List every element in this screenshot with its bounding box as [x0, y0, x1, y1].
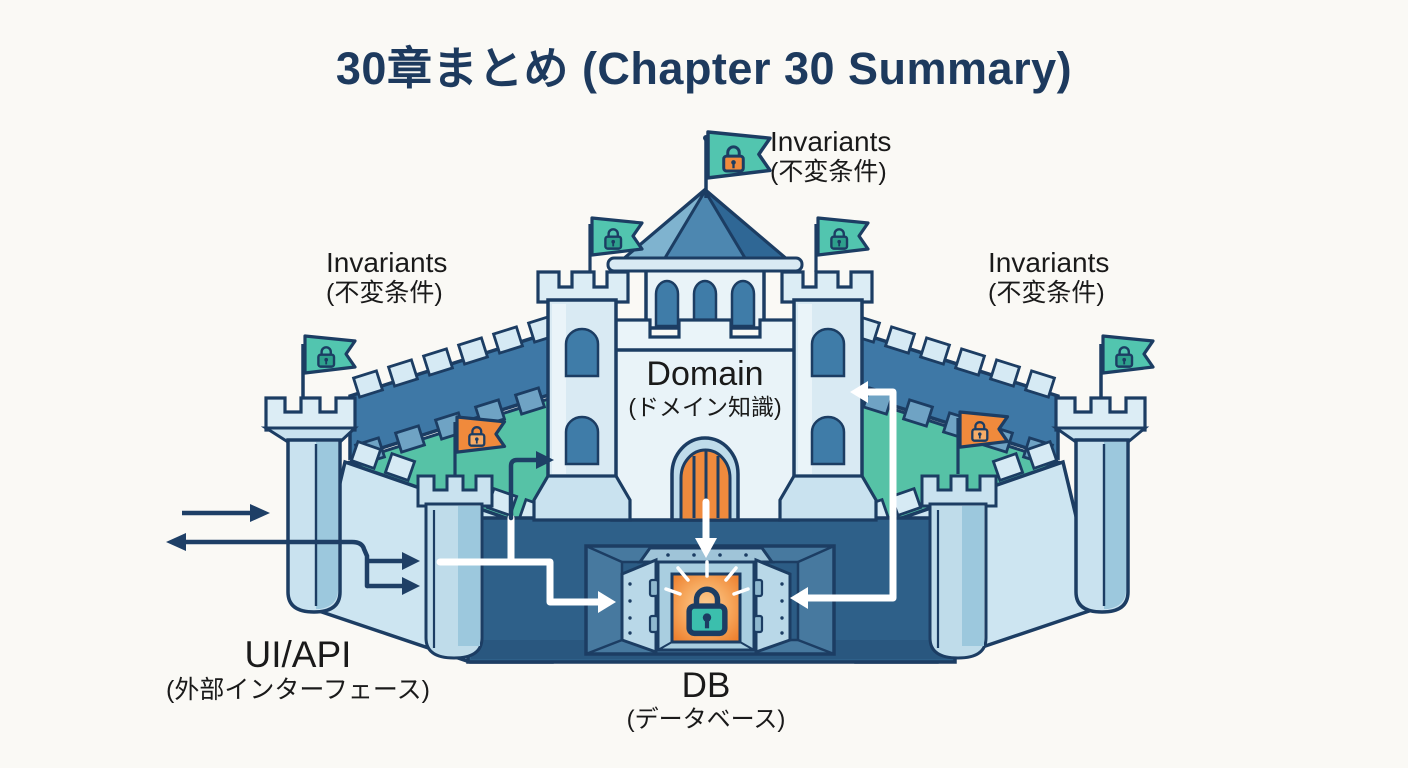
keep-right-turret-flag-icon	[816, 216, 870, 257]
domain-ja: (ドメイン知識)	[628, 393, 782, 420]
glow-rays	[664, 560, 750, 596]
db-en: DB	[681, 666, 731, 705]
keep	[532, 130, 878, 522]
outer-left-tower-flag-icon	[303, 334, 357, 375]
upper-left-wall	[348, 314, 560, 461]
invariants-right-en: Invariants	[988, 247, 1110, 278]
invariants-right-ja: (不変条件)	[988, 278, 1105, 307]
invariants-top-ja: (不変条件)	[770, 157, 887, 186]
invariants-left-label: Invariants (不変条件)	[326, 247, 447, 307]
db-label: DB (データベース)	[627, 666, 786, 733]
upper-left-wall-battlements	[351, 314, 560, 399]
incoming-request-arrow	[182, 504, 270, 522]
vault-door-right	[752, 557, 792, 655]
domain-label: Domain (ドメイン知識)	[628, 355, 781, 420]
ui-api-en: UI/API	[244, 634, 352, 675]
domain-en: Domain	[646, 355, 764, 393]
ui-api-label: UI/API (外部インターフェース)	[166, 634, 430, 705]
keep-left-turret-flag-icon	[590, 216, 644, 257]
keep-roof	[606, 188, 804, 273]
db-to-domain-arrow	[790, 381, 897, 609]
keep-tower-right	[778, 216, 878, 522]
invariants-top-label: Invariants (不変条件)	[770, 126, 891, 186]
corner-tower-left	[260, 334, 359, 614]
courtyard-to-domain-arrow	[508, 451, 554, 521]
inner-tower-left	[416, 415, 507, 660]
domain-to-db-arrow	[695, 498, 717, 558]
internal-dispatch-arrows	[367, 552, 420, 595]
inner-left-tower-flag-icon	[455, 415, 507, 454]
keep-tower-left	[532, 216, 644, 522]
invariants-right-label: Invariants (不変条件)	[988, 247, 1109, 307]
invariants-top-en: Invariants	[770, 126, 892, 157]
left-wall-to-db-arrow	[436, 514, 616, 613]
corner-tower-right	[1051, 334, 1155, 614]
outgoing-response-arrow	[166, 533, 370, 589]
inner-right-tower-flag-icon	[958, 410, 1010, 449]
page-title: 30章まとめ (Chapter 30 Summary)	[335, 43, 1073, 94]
db-ja: (データベース)	[626, 705, 786, 733]
vault-door-left	[620, 557, 660, 655]
inner-tower-right	[920, 410, 1010, 660]
invariants-left-ja: (不変条件)	[326, 278, 443, 307]
outer-right-tower-flag-icon	[1101, 334, 1155, 375]
castle-gate	[670, 436, 740, 522]
keep-top-flag-icon	[703, 130, 772, 198]
ui-api-ja: (外部インターフェース)	[166, 676, 430, 705]
invariants-left-en: Invariants	[326, 247, 448, 278]
